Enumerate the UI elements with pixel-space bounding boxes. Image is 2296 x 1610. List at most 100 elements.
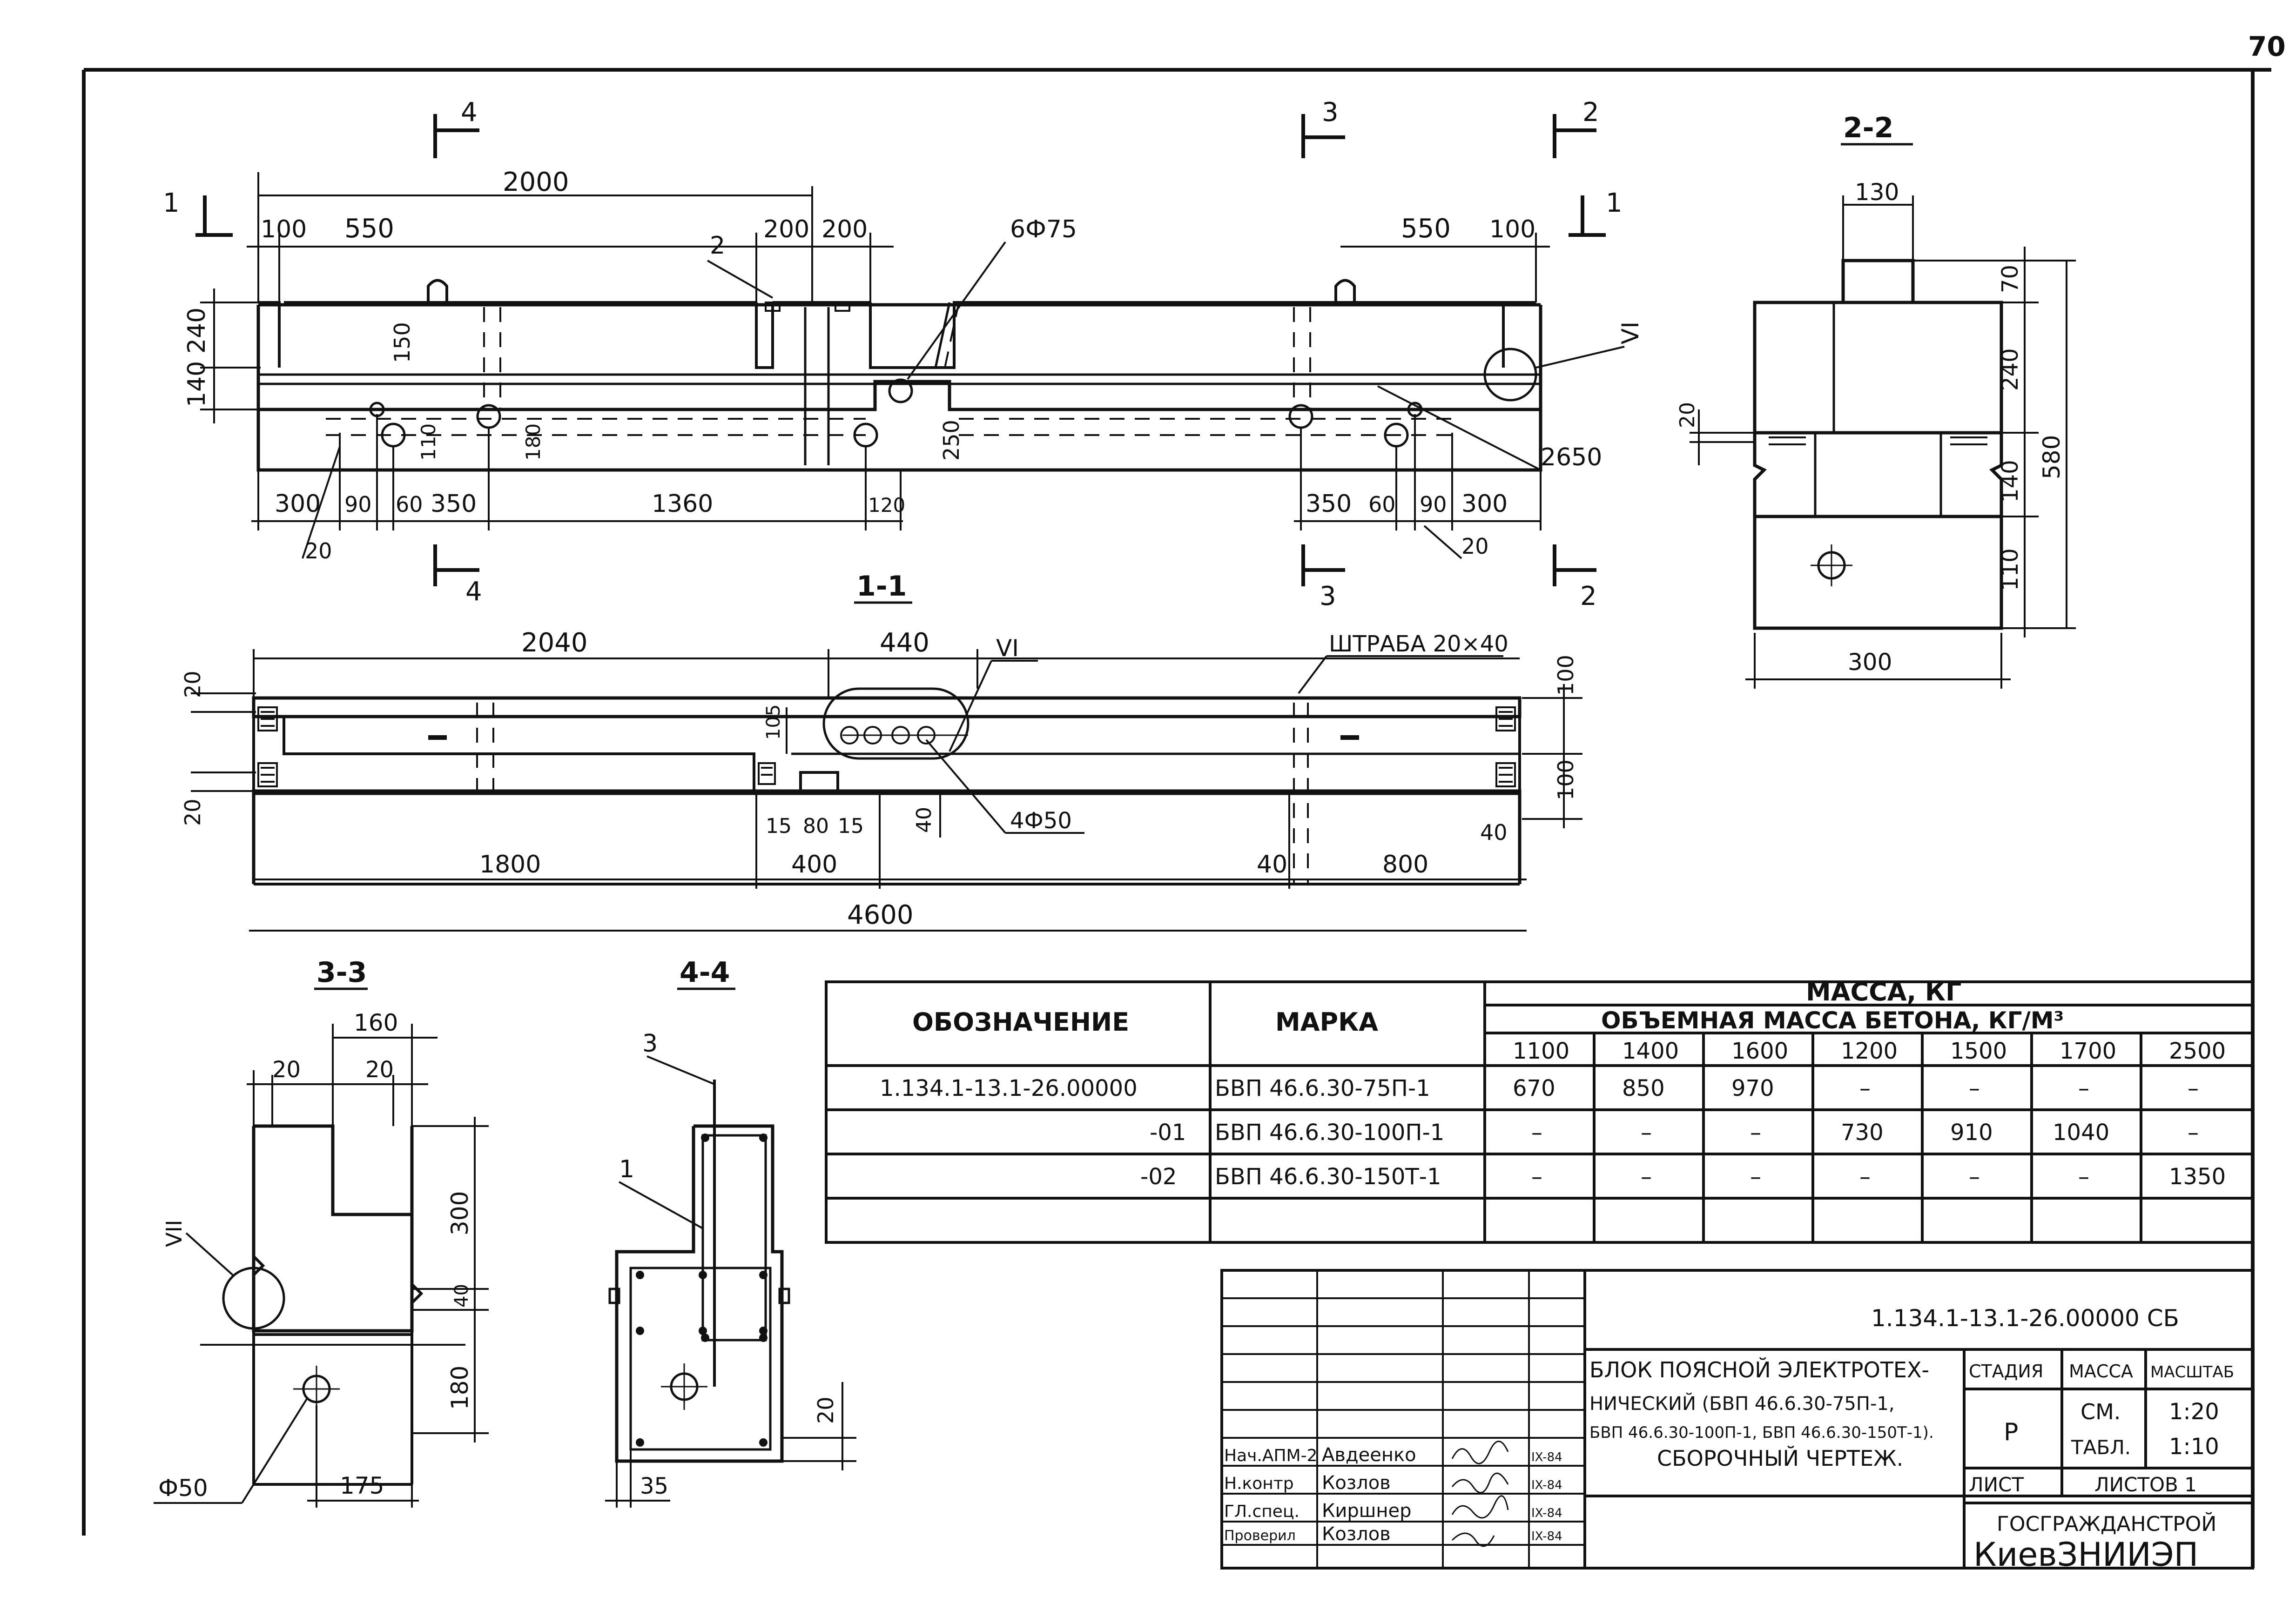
s11-dim-40-bottom: 40 [1257,851,1287,879]
density-5: 1500 [1950,1038,2007,1064]
sheet-label: ЛИСТ [1969,1473,2024,1496]
signer-name-2: Козлов [1322,1472,1391,1494]
row3-v5: – [1969,1164,1980,1190]
plan-dim-250: 250 [939,420,964,461]
plan-dim-90-right: 90 [1420,492,1447,517]
s22-dim-240: 240 [1997,348,2023,391]
s22-dim-130: 130 [1855,179,1899,206]
row1-designation: 1.134.1-13.1-26.00000 [880,1075,1138,1101]
row3-v6: – [2078,1164,2089,1190]
density-2: 1400 [1622,1038,1679,1064]
plan-dim-240: 240 [183,308,211,354]
s11-detail-vi: VI [996,635,1019,662]
plan-callout-2650: 2650 [1541,443,1602,471]
s11-dim-400: 400 [791,851,837,879]
signature-marks [1451,1441,1509,1547]
plan-callout-6f75: 6Ф75 [1010,215,1077,243]
plan-callout-vi: VI [1617,322,1644,344]
s11-dim-440: 440 [880,628,929,658]
row3-mark: БВП 46.6.30-150Т-1 [1215,1164,1441,1190]
row2-v4: 730 [1841,1120,1884,1146]
plan-dim-90-left: 90 [344,492,372,517]
mass-label: МАССА [2069,1361,2133,1382]
plan-view: 4 3 2 1 1 4 3 2 2000 100 550 200 200 550… [163,97,1644,611]
s11-dim-100-top: 100 [1553,655,1578,696]
s33-dim-20-right: 20 [365,1057,394,1083]
row1-v1: 670 [1513,1075,1555,1101]
plan-dim-200-b: 200 [821,215,868,243]
row2-v7: – [2188,1120,2199,1146]
section-mark-4-top: 4 [461,97,478,127]
table-head-designation: ОБОЗНАЧЕНИЕ [912,1007,1129,1037]
s33-dim-180: 180 [446,1366,473,1410]
mass-value-1: СМ. [2081,1399,2121,1424]
org-name-1: ГОСГРАЖДАНСТРОЙ [1997,1511,2216,1536]
row1-v2: 850 [1622,1075,1665,1101]
s33-detail-vii: VII [162,1220,187,1247]
s33-hole-f50: Ф50 [158,1475,208,1502]
plan-dim-20-right: 20 [1461,534,1489,559]
row2-designation: -01 [1150,1120,1186,1146]
plan-dim-110: 110 [417,423,440,461]
section-mark-3-bottom: 3 [1320,581,1336,611]
s44-dim-35: 35 [640,1473,668,1499]
density-6: 1700 [2060,1038,2116,1064]
section-mark-3-top: 3 [1322,97,1339,127]
density-1: 1100 [1513,1038,1569,1064]
signer-name-3: Киршнер [1322,1500,1412,1522]
plan-dim-350-left: 350 [431,490,477,518]
s33-dim-20-left: 20 [272,1057,301,1083]
row1-mark: БВП 46.6.30-75П-1 [1215,1075,1430,1101]
plan-dim-1360: 1360 [652,490,713,518]
plan-callout-2: 2 [710,232,725,260]
row3-v3: – [1750,1164,1761,1190]
section-4-4-title: 4-4 [680,956,730,989]
scale-2: 1:10 [2169,1434,2219,1460]
row2-v3: – [1750,1120,1761,1146]
row1-v3: 970 [1731,1075,1774,1101]
s11-dim-4600: 4600 [847,900,914,930]
title-block: 1.134.1-13.1-26.00000 СБ БЛОК ПОЯСНОЙ ЭЛ… [1220,1269,2254,1574]
plan-dim-150: 150 [390,322,415,363]
section-3-3-title: 3-3 [316,956,367,989]
org-name-2: КиевЗНИИЭП [1973,1536,2198,1574]
s11-dim-100-bottom: 100 [1553,759,1578,800]
row2-v2: – [1641,1120,1652,1146]
row1-v7: – [2188,1075,2199,1101]
signer-role-4: Проверил [1224,1528,1296,1544]
row2-v5: 910 [1950,1120,1993,1146]
section-mark-1-right: 1 [1606,188,1623,218]
density-7: 2500 [2169,1038,2226,1064]
stage-label: СТАДИЯ [1969,1361,2043,1382]
row3-designation: -02 [1140,1164,1177,1190]
plan-dim-100-left: 100 [261,215,307,243]
scale-1: 1:20 [2169,1399,2219,1425]
section-mark-2-top: 2 [1582,97,1599,127]
signer-date-4: IX-84 [1531,1530,1562,1543]
s22-dim-140: 140 [1997,460,2023,503]
table-head-mark: МАРКА [1275,1007,1378,1037]
table-head-density: ОБЪЕМНАЯ МАССА БЕТОНА, КГ/М³ [1601,1007,2064,1034]
section-mark-2-bottom: 2 [1580,581,1597,611]
table-row: -02 БВП 46.6.30-150Т-1 – – – – – – 1350 [1140,1164,2226,1190]
mass-table: ОБОЗНАЧЕНИЕ МАРКА МАССА, КГ ОБЪЕМНАЯ МАС… [825,977,2254,1244]
signer-role-2: Н.контр [1224,1474,1294,1493]
plan-dim-140: 140 [183,361,211,407]
s44-callout-3: 3 [642,1030,658,1058]
s22-dim-20: 20 [1676,402,1699,428]
section-1-1-title: 1-1 [856,570,907,603]
plan-dim-100-right: 100 [1489,215,1535,243]
s22-dim-300: 300 [1848,649,1892,676]
table-row: -01 БВП 46.6.30-100П-1 – – – 730 910 104… [1150,1120,2199,1146]
s33-dim-175: 175 [340,1472,384,1499]
row3-v1: – [1531,1164,1542,1190]
s44-callout-1: 1 [619,1155,634,1183]
signer-name-4: Козлов [1322,1523,1391,1545]
plan-dim-120: 120 [868,494,905,517]
row3-v7: 1350 [2169,1164,2226,1190]
table-head-mass: МАССА, КГ [1806,977,1961,1006]
signers-list: Нач.АПМ-2 Авдеенко IX-84 Н.контр Козлов … [1224,1444,1562,1545]
s11-holes-4f50: 4Ф50 [1010,808,1072,834]
plan-dim-300-right: 300 [1461,490,1508,518]
density-headers: 1100 1400 1600 1200 1500 1700 2500 [1513,1038,2226,1064]
